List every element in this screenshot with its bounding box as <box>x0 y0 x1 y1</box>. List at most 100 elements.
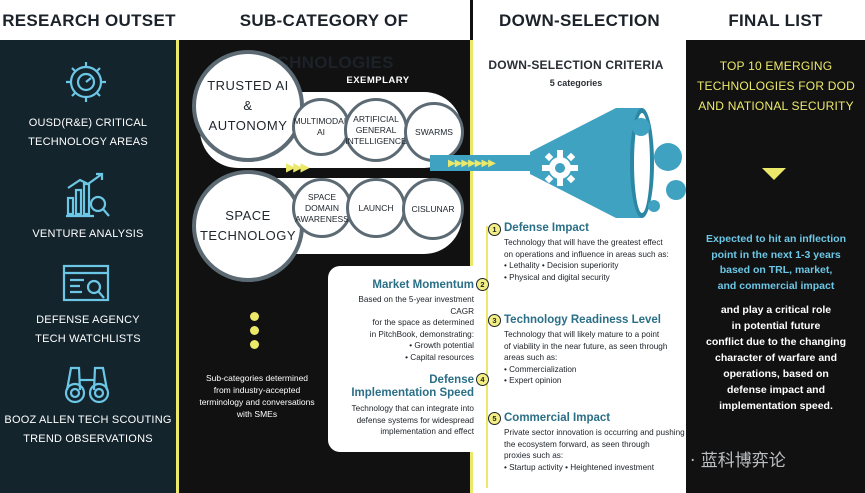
header-sub-category: SUB-CATEGORY OF TECHNOLOGIES <box>178 0 470 72</box>
criterion-5-text: Private sector innovation is occurring a… <box>504 427 686 473</box>
bubble-4 <box>648 200 660 212</box>
research-item-1-label: OUSD(R&E) CRITICAL TECHNOLOGY AREAS <box>10 114 166 152</box>
agi-line2: GENERAL <box>355 124 397 135</box>
body-line4: character of warfare and <box>715 352 837 364</box>
body-line5: operations, based on <box>723 368 829 380</box>
final-list-title: TOP 10 EMERGING TECHNOLOGIES FOR DOD AND… <box>696 56 856 116</box>
criterion-4-title: Defense Implementation Speed <box>340 374 474 400</box>
finallist-column-bg <box>686 40 865 493</box>
final-highlight: Expected to hit an inflection point in t… <box>690 232 862 294</box>
criterion-3-bullet2: • Expert opinion <box>504 376 562 386</box>
research-item-1-line2: TECHNOLOGY AREAS <box>28 136 148 148</box>
trusted-ai-line3: AUTONOMY <box>208 118 288 133</box>
cislunar-circle: CISLUNAR <box>402 178 464 240</box>
note-line1: Sub-categories determined <box>205 373 309 383</box>
final-arrow-icon <box>762 168 786 180</box>
criterion-3-title: Technology Readiness Level <box>504 314 662 326</box>
criterion-3-bullet1: • Commercialization <box>504 364 577 374</box>
sda-line2: DOMAIN <box>305 202 339 213</box>
research-item-4-line2: TREND OBSERVATIONS <box>23 433 153 445</box>
swarms-label: SWARMS <box>415 126 453 137</box>
criteria-panel-left <box>328 266 478 452</box>
final-body: and play a critical role in potential fu… <box>690 302 862 414</box>
criterion-4-text-line1: Technology that can integrate into <box>351 404 474 413</box>
research-item-3-label: DEFENSE AGENCY TECH WATCHLISTS <box>10 311 166 349</box>
body-line2: in potential future <box>731 320 821 332</box>
subcategory-note: Sub-categories determined from industry-… <box>192 372 322 420</box>
criterion-5-bullet1: • Startup activity • Heightened investme… <box>504 462 654 472</box>
criterion-2-bullet1: • Growth potential <box>409 341 474 351</box>
downselection-column-bg <box>472 40 686 493</box>
criterion-1-text-line1: Technology that will have the greatest e… <box>504 238 663 247</box>
criterion-2-bullet2: • Capital resources <box>405 352 474 362</box>
note-line4: with SMEs <box>236 409 278 419</box>
highlight-line1: Expected to hit an inflection <box>705 233 846 245</box>
research-item-4-line1: BOOZ ALLEN TECH SCOUTING <box>4 414 172 426</box>
note-line3: terminology and conversations <box>199 397 315 407</box>
space-technology-circle: SPACE TECHNOLOGY <box>192 170 304 282</box>
highlight-line3: based on TRL, market, <box>719 264 833 276</box>
sda-line3: AWARENESS <box>295 213 349 224</box>
multimodal-ai-line1: MULTIMODAL <box>293 116 349 126</box>
final-title-line2: TECHNOLOGIES FOR DOD <box>696 79 855 93</box>
criterion-3-text-line1: Technology that will likely mature to a … <box>504 330 660 339</box>
criterion-3-text-line3: areas such as: <box>504 353 558 363</box>
criterion-3-number: 3 <box>488 314 501 327</box>
body-line3: conflict due to the changing <box>706 336 846 348</box>
binoculars-icon <box>64 366 110 404</box>
multimodal-ai-line2: AI <box>316 127 326 137</box>
research-item-4-label: BOOZ ALLEN TECH SCOUTING TREND OBSERVATI… <box>4 411 172 449</box>
criterion-5-text-line1: Private sector innovation is occurring a… <box>504 428 685 437</box>
highlight-line2: point in the next 1-3 years <box>711 248 841 261</box>
criterion-5-title: Commercial Impact <box>504 412 611 424</box>
launch-circle: LAUNCH <box>346 178 406 238</box>
agi-line1: ARTIFICIAL <box>353 113 399 124</box>
space-domain-awareness-circle: SPACE DOMAIN AWARENESS <box>292 178 352 238</box>
criterion-2-text: Based on the 5-year investment CAGR for … <box>334 294 474 364</box>
header-final-list: FINAL LIST <box>686 0 865 40</box>
bubble-3 <box>666 180 686 200</box>
trusted-ai-autonomy-circle: TRUSTED AI & AUTONOMY <box>192 50 304 162</box>
body-line1: and play a critical role <box>720 304 832 316</box>
space-tech-line1: SPACE <box>225 208 271 223</box>
criterion-4-text: Technology that can integrate into defen… <box>334 403 474 438</box>
research-item-3-line2: TECH WATCHLISTS <box>35 333 141 345</box>
exemplary-label: EXEMPLARY <box>346 75 410 86</box>
criterion-1-bullet1: • Lethality • Decision superiority <box>504 261 619 271</box>
criterion-5-text-line2: the ecosystem forward, as seen through <box>504 439 650 449</box>
research-item-1-line1: OUSD(R&E) CRITICAL <box>28 117 148 129</box>
criterion-2-number: 2 <box>476 278 489 291</box>
criterion-4-text-line3: implementation and effect <box>380 427 474 437</box>
multimodal-ai-circle: MULTIMODAL AI <box>292 98 350 156</box>
criterion-4-title-line1: Defense <box>429 374 474 386</box>
research-item-3-line1: DEFENSE AGENCY <box>36 314 140 326</box>
agi-line3: INTELLIGENCE <box>345 135 407 146</box>
criterion-2-text-line2: for the space as determined <box>372 318 475 328</box>
note-line2: from industry-accepted <box>213 385 301 395</box>
header-research-outset: RESEARCH OUTSET <box>0 0 178 40</box>
final-title-line3: AND NATIONAL SECURITY <box>698 99 854 113</box>
launch-label: LAUNCH <box>358 202 394 213</box>
research-item-2-line1: VENTURE ANALYSIS <box>32 228 144 240</box>
sda-line1: SPACE <box>307 191 337 202</box>
criteria-title: DOWN-SELECTION CRITERIA <box>488 58 664 72</box>
criterion-3-text: Technology that will likely mature to a … <box>504 329 686 387</box>
body-line7: implementation speed. <box>719 400 833 412</box>
criterion-5-number: 5 <box>488 412 501 425</box>
criterion-2-text-line1: Based on the 5-year investment CAGR <box>358 295 474 316</box>
final-title-line1: TOP 10 EMERGING <box>719 59 833 73</box>
gear-icon <box>542 150 578 186</box>
criterion-1-text-line2: on operations and influence in areas suc… <box>504 249 669 259</box>
criterion-4-title-line2: Implementation Speed <box>351 387 474 399</box>
criterion-5-text-line3: proxies such as: <box>504 451 564 461</box>
criterion-4-number: 4 <box>476 373 489 386</box>
highlight-line4: and commercial impact <box>717 279 835 292</box>
bar-chart-magnifier-icon <box>66 172 110 218</box>
criteria-connector-vertical <box>486 226 488 488</box>
research-item-2-label: VENTURE ANALYSIS <box>10 225 166 244</box>
artificial-general-intelligence-circle: ARTIFICIAL GENERAL INTELLIGENCE <box>344 98 408 162</box>
browser-search-icon <box>62 264 110 302</box>
criterion-2-text-line3: in PitchBook, demonstrating: <box>369 329 474 339</box>
space-tech-line2: TECHNOLOGY <box>199 228 296 243</box>
